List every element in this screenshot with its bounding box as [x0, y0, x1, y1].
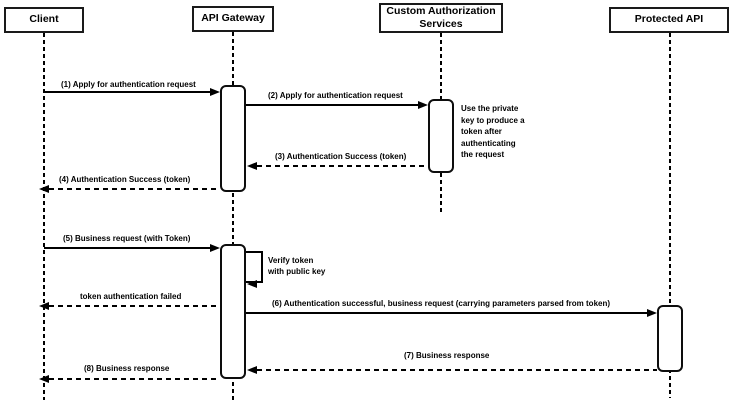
lifeline-client [43, 33, 45, 400]
message-label-6: (6) Authentication successful, business … [272, 299, 611, 308]
message-line-6 [246, 312, 648, 314]
participant-label: Client [29, 13, 59, 26]
participant-label: Protected API [634, 13, 704, 26]
message-label-line: Verify token [268, 256, 314, 265]
arrowhead-left-icon [247, 366, 257, 374]
participant-box-client: Client [4, 7, 84, 33]
message-label-token-failed: token authentication failed [80, 292, 182, 301]
participant-box-custom-authorization-services: Custom Authorization Services [379, 3, 503, 33]
message-label-4: (4) Authentication Success (token) [59, 175, 191, 184]
message-line-4 [49, 188, 219, 190]
note-line: authenticating [461, 138, 516, 148]
message-label-3: (3) Authentication Success (token) [275, 152, 407, 161]
note-private-key: Use the private key to produce a token a… [461, 103, 561, 161]
message-label-7: (7) Business response [404, 351, 490, 360]
activation-bar-api-gateway-business [220, 244, 246, 379]
message-line-1 [44, 91, 211, 93]
message-label-5: (5) Business request (with Token) [63, 234, 191, 243]
participant-label: API Gateway [201, 12, 265, 25]
message-line-token-failed [49, 305, 220, 307]
message-label-2: (2) Apply for authentication request [268, 91, 403, 100]
participant-box-api-gateway: API Gateway [192, 6, 274, 32]
activation-bar-api-gateway-auth [220, 85, 246, 192]
arrowhead-left-icon [247, 162, 257, 170]
arrowhead-right-icon [418, 101, 428, 109]
arrowhead-left-icon [247, 280, 257, 288]
lifeline-api-gateway [232, 32, 234, 400]
message-label-8: (8) Business response [84, 364, 170, 373]
arrowhead-right-icon [210, 244, 220, 252]
message-line-8 [49, 378, 220, 380]
self-message-loop [246, 251, 263, 283]
participant-label: Custom Authorization Services [386, 4, 496, 30]
note-line: Use the private [461, 104, 519, 113]
message-label-1: (1) Apply for authentication request [61, 80, 196, 89]
message-line-7 [257, 369, 657, 371]
activation-bar-custom-authorization-services [428, 99, 454, 173]
arrowhead-right-icon [210, 88, 220, 96]
note-line: key to produce a [461, 115, 525, 125]
arrowhead-left-icon [39, 375, 49, 383]
participant-box-protected-api: Protected API [609, 7, 729, 33]
activation-bar-protected-api [657, 305, 683, 372]
arrowhead-right-icon [647, 309, 657, 317]
arrowhead-left-icon [39, 302, 49, 310]
note-line: the request [461, 150, 505, 159]
lifeline-protected-api [669, 33, 671, 398]
note-line: token after [461, 127, 502, 136]
message-line-2 [246, 104, 419, 106]
message-line-3 [257, 165, 428, 167]
message-label-verify-token: Verify token with public key [268, 255, 325, 277]
message-line-5 [44, 247, 211, 249]
message-label-line: with public key [268, 267, 326, 276]
arrowhead-left-icon [39, 185, 49, 193]
